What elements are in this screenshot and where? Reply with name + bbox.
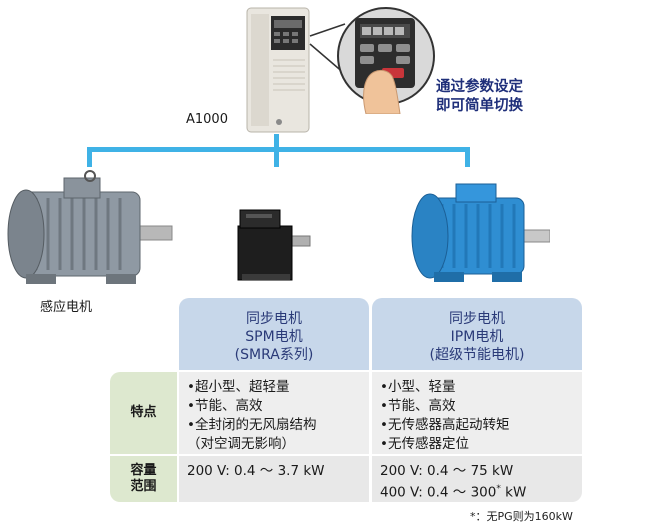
ipm-header-line-3: (超级节能电机)	[429, 347, 525, 363]
ipm-capacity-400v-unit: kW	[505, 484, 527, 501]
ipm-feature-2: •节能、高效	[380, 398, 456, 414]
spm-motor-image	[232, 204, 314, 286]
ipm-motor-image	[408, 178, 551, 288]
spm-feature-1: •超小型、超轻量	[187, 379, 290, 395]
callout-line-1: 通过参数设定	[436, 79, 523, 95]
spm-capacity-value: 200 V: 0.4 ～ 3.7 kW	[187, 463, 325, 479]
callout-line-2: 即可简单切换	[436, 98, 523, 114]
spm-feature-3: •全封闭的无风扇结构	[187, 417, 317, 433]
ipm-capacity-cell: 200 V: 0.4 ～ 75 kW 400 V: 0.4 ～ 300* kW	[372, 456, 582, 502]
ipm-features-cell: •小型、轻量 •节能、高效 •无传感器高起动转矩 •无传感器定位	[372, 372, 582, 454]
inverter-model-label: A1000	[186, 112, 228, 127]
row-label-capacity: 容量 范围	[110, 456, 177, 502]
connector-right-drop	[465, 147, 470, 167]
connector-middle-drop	[274, 147, 279, 167]
spm-feature-4: （对空调无影响）	[187, 436, 295, 452]
ipm-header-line-2: IPM电机	[450, 329, 504, 345]
connector-stem	[274, 134, 279, 150]
spm-features-cell: •超小型、超轻量 •节能、高效 •全封闭的无风扇结构 （对空调无影响）	[179, 372, 369, 454]
spm-header-line-3: (SMRA系列)	[234, 347, 314, 363]
keypad-zoom-image	[300, 4, 440, 115]
ipm-capacity-400v: 400 V: 0.4 ～ 300* kW	[380, 484, 527, 501]
spm-header-line-2: SPM电机	[245, 329, 303, 345]
row-label-features: 特点	[110, 372, 177, 454]
ipm-feature-1: •小型、轻量	[380, 379, 456, 395]
row-label-capacity-line-1: 容量	[130, 463, 157, 478]
inverter-image	[245, 6, 313, 134]
ipm-feature-4: •无传感器定位	[380, 436, 469, 452]
ipm-capacity-200v: 200 V: 0.4 ～ 75 kW	[380, 463, 514, 479]
callout-text: 通过参数设定 即可简单切换	[436, 78, 523, 116]
spm-header-line-1: 同步电机	[246, 311, 302, 327]
induction-motor-label: 感应电机	[40, 300, 93, 315]
row-label-features-text: 特点	[130, 405, 157, 420]
spm-feature-2: •节能、高效	[187, 398, 263, 414]
spm-capacity-cell: 200 V: 0.4 ～ 3.7 kW	[179, 456, 369, 502]
ipm-feature-3: •无传感器高起动转矩	[380, 417, 510, 433]
table-header-ipm: 同步电机 IPM电机 (超级节能电机)	[372, 298, 582, 370]
footnote: *：无PG则为160kW	[470, 510, 573, 523]
ipm-header-line-1: 同步电机	[449, 311, 505, 327]
row-label-capacity-line-2: 范围	[130, 479, 157, 494]
induction-motor-image	[6, 168, 174, 290]
ipm-capacity-400v-value: 400 V: 0.4 ～ 300	[380, 484, 497, 501]
connector-left-drop	[87, 147, 92, 167]
table-header-spm: 同步电机 SPM电机 (SMRA系列)	[179, 298, 369, 370]
